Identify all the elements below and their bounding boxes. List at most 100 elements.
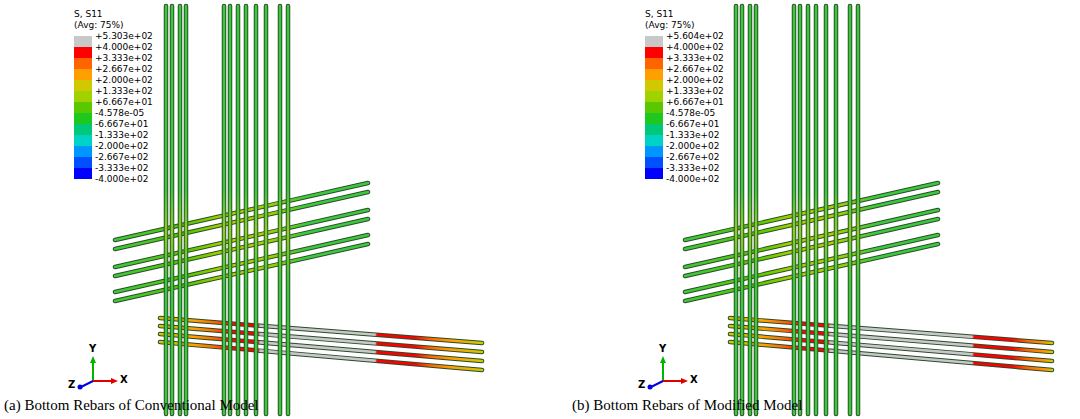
bottom-rebar-edge [160,342,482,370]
transverse-rebar-edge [685,235,938,292]
column-rebar-edge [848,6,853,414]
column-rebar-edge [178,6,183,414]
panel-caption: (a) Bottom Rebars of Conventional Model [4,396,259,414]
legend-value: -4.578e-05 [95,107,144,119]
legend-value: +2.000e+02 [95,74,153,86]
column-rebar [825,6,828,414]
axis-x [93,380,113,382]
legend-swatch [74,91,92,102]
column-rebar-edge [278,6,283,414]
legend-swatch [74,47,92,58]
bottom-rebar [730,342,1052,370]
column-rebar-edge [734,6,739,414]
axis-y [92,361,94,381]
legend-swatch [74,157,92,168]
legend-value: -2.667e+02 [95,151,149,163]
column-rebar [245,6,248,414]
legend-value: -2.000e+02 [95,140,149,152]
legend-value: +5.604e+02 [666,30,724,42]
legend-swatch [645,80,663,91]
axis-y [662,361,664,381]
legend-value: +3.333e+02 [666,52,724,64]
column-rebar [287,6,290,414]
legend-value: -4.578e-05 [666,107,715,119]
axis-label: Z [638,379,645,391]
column-rebar [755,6,758,414]
legend-swatch [645,91,663,102]
legend-subtitle: (Avg: 75%) [645,19,695,31]
legend-swatch [645,157,663,168]
legend-swatch [74,124,92,135]
column-rebar-edge [184,6,189,414]
legend-swatch [645,58,663,69]
axis-head [660,356,666,363]
legend-value: -1.333e+02 [666,129,720,141]
axis-head [78,385,83,390]
transverse-rebar [685,183,938,240]
transverse-rebar [115,210,368,267]
legend-swatch [645,146,663,157]
legend-value: +4.000e+02 [95,41,153,53]
transverse-rebar [685,244,938,301]
bottom-rebar-edge [730,342,1052,370]
legend-title: S, S11 [74,8,103,20]
legend-swatch [645,47,663,58]
column-rebar [835,6,838,414]
column-rebar [223,6,226,414]
column-rebar [165,6,168,414]
column-rebar [185,6,188,414]
legend-value: -3.333e+02 [666,162,720,174]
legend-value: +2.000e+02 [666,74,724,86]
column-rebar [255,6,258,414]
transverse-rebar-edge [685,244,938,301]
transverse-rebar [685,210,938,267]
legend-swatch [74,146,92,157]
transverse-rebar-edge [685,210,938,267]
axis-x [663,380,683,382]
axis-z [81,381,93,387]
legend-swatch [74,36,92,47]
legend-title: S, S11 [645,8,674,20]
column-rebar [857,6,860,414]
legend-value: +6.667e+01 [666,96,724,108]
legend-value: +4.000e+02 [666,41,724,53]
transverse-rebar-edge [115,183,368,240]
column-rebar-edge [856,6,861,414]
column-rebar-edge [286,6,291,414]
column-rebar-edge [228,6,233,414]
column-rebar-edge [254,6,259,414]
axis-head [111,378,118,384]
axis-head [90,356,96,363]
column-rebar-edge [814,6,819,414]
legend-swatch [74,80,92,91]
legend-swatch [74,168,92,179]
legend-swatch [645,69,663,80]
legend-value: -2.000e+02 [666,140,720,152]
panel-caption: (b) Bottom Rebars of Modified Model [572,396,802,414]
legend-swatch [645,168,663,179]
column-rebar [741,6,744,414]
transverse-rebar-edge [115,235,368,292]
column-rebar [279,6,282,414]
axis-label: Y [659,343,666,355]
transverse-rebar [115,183,368,240]
column-rebar-edge [792,6,797,414]
column-rebar [815,6,818,414]
column-rebar-edge [236,6,241,414]
legend-value: -6.667e+01 [95,118,149,130]
column-rebar-edge [748,6,753,414]
column-rebar-edge [264,6,269,414]
column-rebar-edge [740,6,745,414]
axis-label: X [120,374,128,386]
legend-swatch [645,102,663,113]
transverse-rebar-edge [685,219,938,276]
column-rebar [793,6,796,414]
axis-label: X [690,374,698,386]
bottom-rebar [160,342,482,370]
transverse-rebar [115,219,368,276]
column-rebar [237,6,240,414]
legend-value: -4.000e+02 [95,173,149,185]
axis-z [651,381,663,387]
legend-value: +1.333e+02 [666,85,724,97]
